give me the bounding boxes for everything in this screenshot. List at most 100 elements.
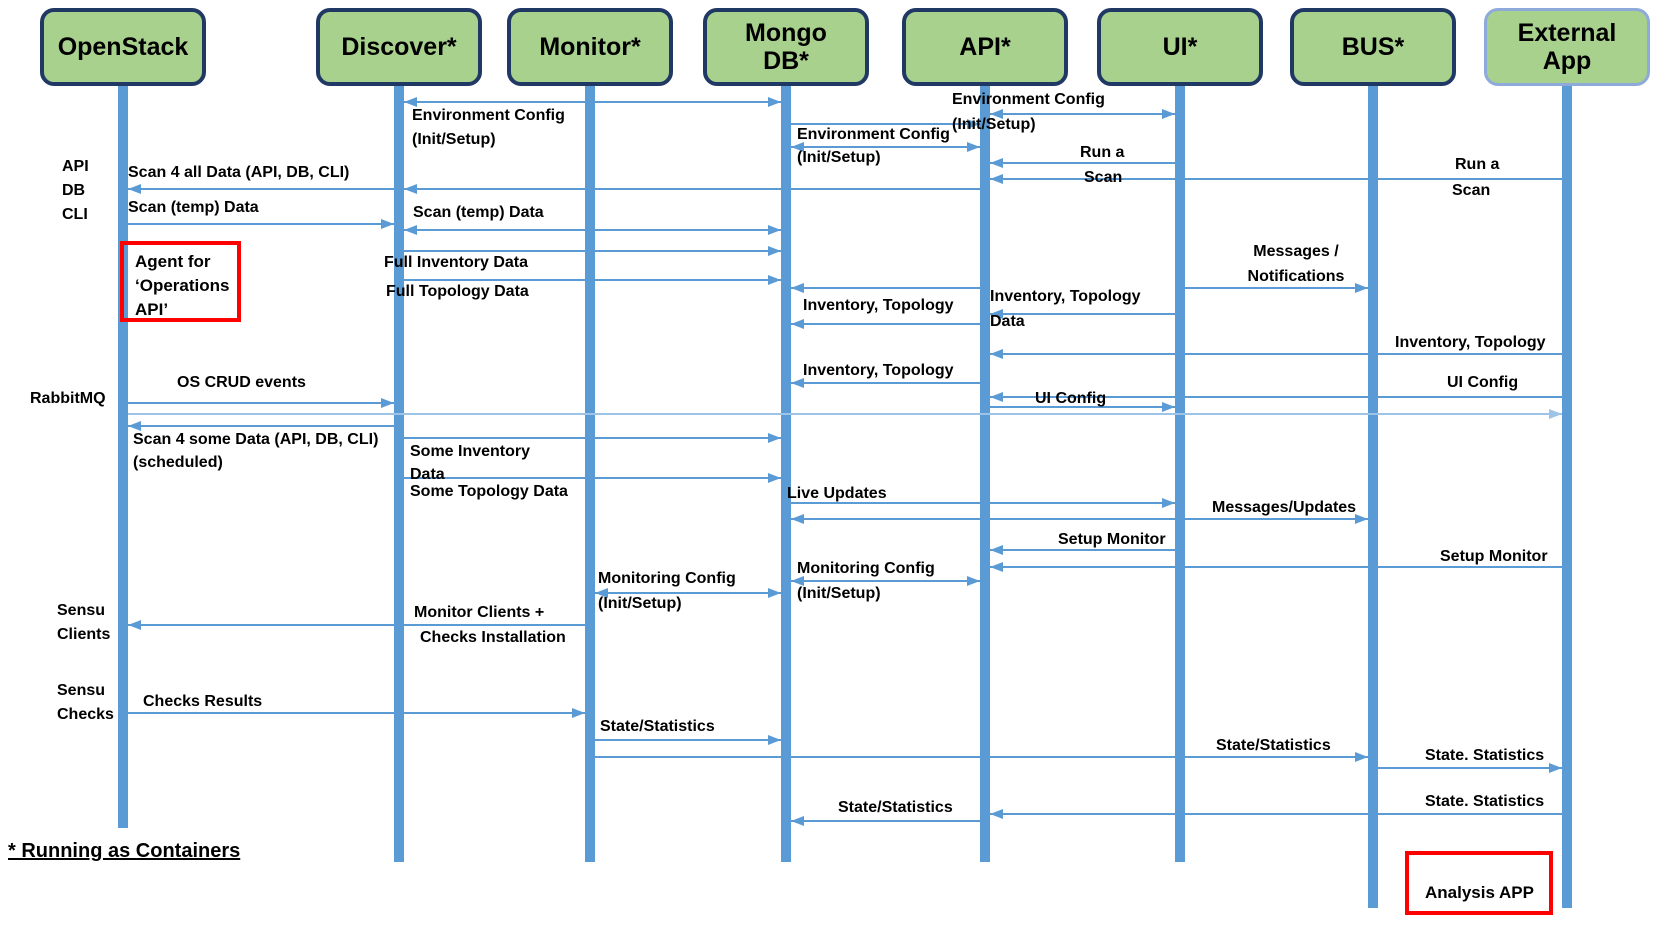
message-label: Scan (temp) Data (128, 199, 259, 216)
message-arrow-line (404, 229, 781, 231)
annotation-box-agent-for-operations-api: Agent for ‘Operations API’ (120, 241, 241, 322)
message-arrow-line (128, 413, 1562, 415)
arrowhead-right (967, 119, 980, 129)
message-arrow-line (404, 279, 781, 281)
message-label: Checks Installation (420, 629, 566, 646)
arrowhead-left (990, 545, 1003, 555)
actor-box-mongo-db: Mongo DB* (703, 8, 869, 86)
message-arrow-line (990, 162, 1175, 164)
actor-box-openstack: OpenStack (40, 8, 206, 86)
message-arrow-line (128, 624, 585, 626)
arrowhead-right (768, 735, 781, 745)
message-arrow-line (128, 712, 585, 714)
message-label: UI Config (1035, 390, 1107, 407)
actor-label-bus: BUS* (1341, 33, 1405, 61)
message-arrow-line (990, 406, 1175, 408)
message-label: Inventory, Topology (803, 362, 954, 379)
arrowhead-right (1549, 409, 1562, 419)
message-label: (Init/Setup) (797, 585, 881, 602)
message-arrow-line (990, 566, 1562, 568)
message-label: State. Statistics (1425, 747, 1545, 764)
message-arrow-line (128, 223, 394, 225)
lifeline-bus (1368, 86, 1378, 908)
lifeline-monitor (585, 86, 595, 862)
actor-label-monitor: Monitor* (539, 33, 641, 61)
arrowhead-right (768, 588, 781, 598)
arrowhead-right (768, 225, 781, 235)
message-arrow-line (128, 188, 980, 190)
arrowhead-left (595, 588, 608, 598)
arrowhead-right (1355, 283, 1368, 293)
message-label: Scan (1084, 169, 1123, 186)
message-label: OS CRUD events (177, 374, 306, 391)
message-arrow-line (990, 549, 1175, 551)
message-label: State/Statistics (600, 718, 715, 735)
arrowhead-right (572, 708, 585, 718)
annotation-label-agent-for-operations-api: Agent for ‘Operations API’ (135, 252, 230, 319)
message-arrow-line (128, 402, 394, 404)
message-arrow-line (404, 437, 781, 439)
message-label: State. Statistics (1425, 793, 1545, 810)
message-arrow-line (990, 178, 1562, 180)
message-arrow-line (990, 313, 1175, 315)
message-arrow-line (791, 382, 980, 384)
arrowhead-right (768, 97, 781, 107)
arrowhead-right (1549, 763, 1562, 773)
annotation-label-analysis-app: Analysis APP (1425, 883, 1534, 902)
arrowhead-left (791, 378, 804, 388)
message-label: Monitoring Config (598, 570, 736, 587)
arrowhead-right (381, 219, 394, 229)
message-arrow-line (791, 580, 980, 582)
message-label: (Init/Setup) (797, 149, 881, 166)
message-arrow-line (990, 113, 1175, 115)
message-label: Sensu Checks (57, 682, 114, 723)
actor-label-ui: UI* (1162, 33, 1198, 61)
message-label: State/Statistics (1216, 737, 1331, 754)
message-arrow-line (595, 756, 1368, 758)
arrowhead-right (1162, 109, 1175, 119)
message-arrow-line (791, 820, 980, 822)
actor-label-api: API* (959, 33, 1011, 61)
message-arrow-line (791, 323, 980, 325)
message-label: Run a (1080, 144, 1125, 161)
message-label: Data (990, 313, 1025, 330)
arrowhead-left (791, 576, 804, 586)
arrowhead-right (768, 246, 781, 256)
message-label: Some Topology Data (410, 483, 568, 500)
actor-box-external-app: External App (1484, 8, 1650, 86)
message-label: Environment Config (797, 126, 950, 143)
actor-box-discover: Discover* (316, 8, 482, 86)
message-label: Setup Monitor (1058, 531, 1166, 548)
message-label: Checks Results (143, 693, 263, 710)
message-arrow-line (990, 813, 1562, 815)
message-arrow-line (990, 353, 1562, 355)
message-label: Scan 4 some Data (API, DB, CLI) (schedul… (133, 431, 379, 471)
arrowhead-left (990, 158, 1003, 168)
arrowhead-left (791, 142, 804, 152)
arrowhead-left (404, 97, 417, 107)
message-arrow-line (990, 396, 1562, 398)
message-arrow-line (791, 518, 1368, 520)
arrowhead-left (990, 109, 1003, 119)
message-label: Monitor Clients + (414, 604, 545, 621)
message-arrow-line (1378, 767, 1562, 769)
message-label: Some Inventory Data (410, 443, 531, 483)
arrowhead-right (768, 275, 781, 285)
footnote: * Running as Containers (8, 840, 241, 862)
arrowhead-left (990, 392, 1003, 402)
message-label: Environment Config (Init/Setup) (412, 107, 565, 148)
message-label: Full Topology Data (386, 283, 529, 300)
message-arrow-line (404, 101, 781, 103)
lifeline-discover (394, 86, 404, 862)
arrowhead-left (128, 620, 141, 630)
arrowhead-left (791, 816, 804, 826)
message-label: Messages/Updates (1212, 499, 1357, 516)
message-label: Sensu Clients (57, 602, 111, 643)
lifeline-openstack (118, 86, 128, 828)
arrowhead-left (990, 562, 1003, 572)
message-arrow-line (404, 250, 781, 252)
arrowhead-left (990, 349, 1003, 359)
actor-label-external-app: External App (1517, 19, 1617, 75)
message-arrow-line (595, 592, 781, 594)
arrowhead-right (967, 142, 980, 152)
